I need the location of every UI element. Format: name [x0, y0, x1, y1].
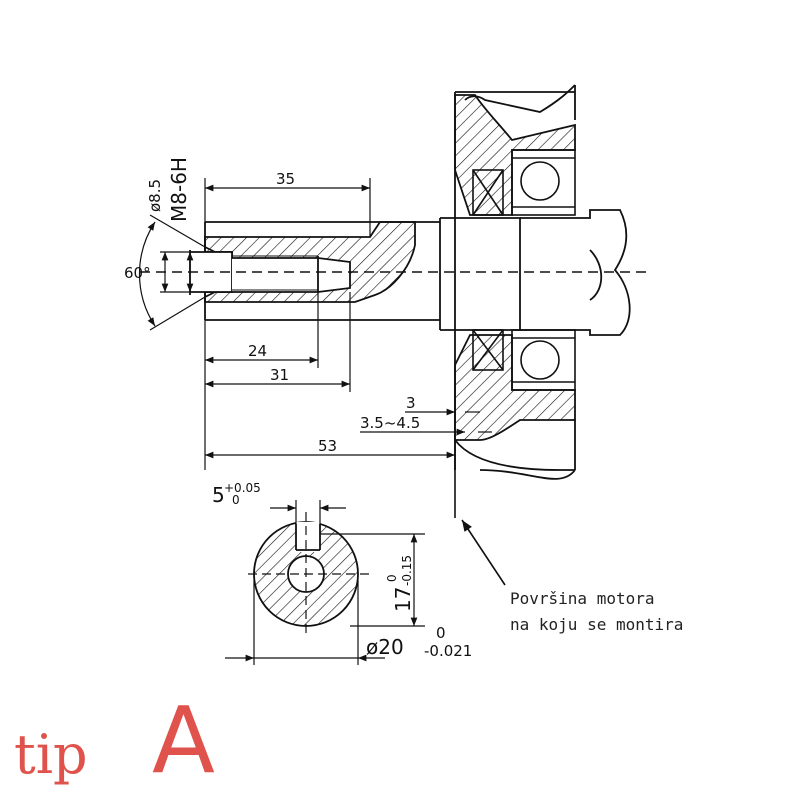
motor-housing	[454, 84, 576, 480]
dim-3-5-4-5: 3.5~4.5	[360, 414, 420, 432]
note-line-2: na koju se montira	[510, 615, 683, 634]
dim-53: 53	[318, 437, 337, 455]
dim-31: 31	[270, 366, 289, 384]
type-label-prefix: tip	[14, 723, 88, 786]
dim-key-width-upper: +0.05	[224, 481, 261, 495]
dim-key-width: 5	[212, 483, 225, 507]
cross-section-dimensions	[225, 500, 425, 665]
dim-key-width-lower: 0	[232, 493, 240, 507]
dimension-lines	[138, 178, 492, 470]
dim-shaft-dia-upper: 0	[436, 624, 446, 642]
mounting-surface-marker	[454, 440, 506, 586]
dim-key-depth-upper: 0	[385, 574, 399, 582]
crankshaft-body	[439, 209, 631, 336]
dim-35: 35	[276, 170, 295, 188]
bearing-upper	[472, 149, 576, 216]
dim-dia-8-5: ø8.5	[146, 179, 164, 212]
dim-key-depth-lower: -0.15	[400, 555, 414, 586]
dim-shaft-dia-lower: -0.021	[424, 642, 472, 660]
type-label-letter: A	[152, 687, 215, 794]
dim-key-depth: 17	[391, 587, 415, 612]
dim-shaft-dia: ø20	[366, 635, 404, 659]
output-shaft	[189, 221, 440, 321]
dim-60-degree: 60°	[124, 264, 151, 282]
note-line-1: Površina motora	[510, 589, 655, 608]
shaft-cross-section	[248, 512, 372, 636]
dim-24: 24	[248, 342, 267, 360]
dim-thread-m8: M8-6H	[167, 157, 191, 222]
dim-3: 3	[406, 394, 416, 412]
